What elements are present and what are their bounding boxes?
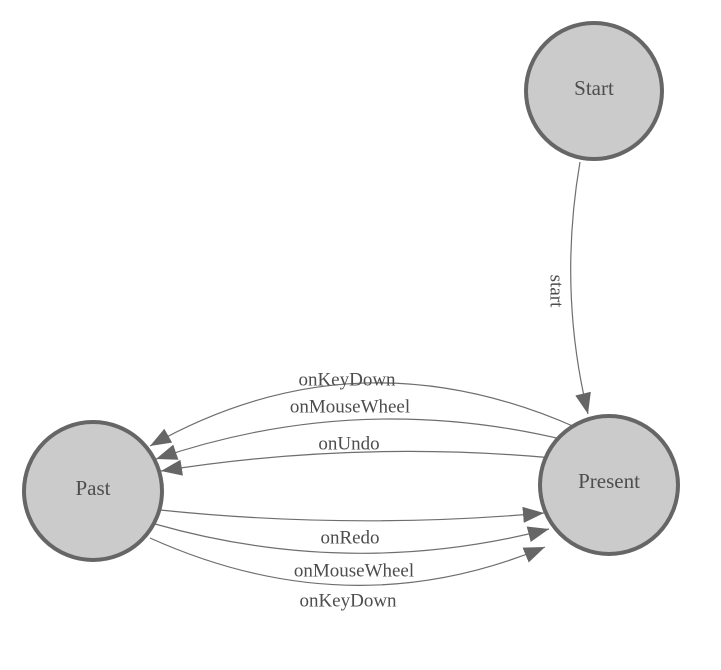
- edge-label-onmousewheel-top: onMouseWheel: [290, 397, 410, 418]
- edge-present-to-past-onundo: [160, 450, 554, 476]
- node-present[interactable]: Present: [538, 414, 680, 556]
- node-start-label: Start: [574, 76, 614, 100]
- edge-start-to-present: [570, 161, 591, 415]
- edge-label-onredo: onRedo: [320, 528, 379, 549]
- node-present-label: Present: [578, 469, 640, 493]
- node-present-circle[interactable]: [538, 414, 680, 556]
- edge-label-start: start: [546, 275, 567, 308]
- edge-past-to-present-onredo: [159, 506, 545, 523]
- node-start-circle[interactable]: [524, 21, 664, 161]
- edge-past-to-present-onkeydown: [149, 537, 546, 586]
- edge-label-onkeydown-bottom: onKeyDown: [299, 591, 397, 612]
- edge-label-onundo: onUndo: [318, 434, 379, 455]
- edge-label-onkeydown-top: onKeyDown: [298, 370, 396, 391]
- node-start[interactable]: Start: [524, 21, 664, 161]
- edge-label-onmousewheel-bottom: onMouseWheel: [294, 561, 414, 582]
- nodes-layer: Start Past Present: [22, 21, 680, 562]
- node-past-label: Past: [75, 476, 110, 500]
- edges-layer: [149, 161, 591, 586]
- edge-past-to-present-onmousewheel: [154, 523, 550, 554]
- edge-present-to-past-onkeydown: [149, 382, 576, 447]
- node-past[interactable]: Past: [22, 420, 164, 562]
- node-past-circle[interactable]: [22, 420, 164, 562]
- edge-labels-layer: start onKeyDown onMouseWheel onUndo onRe…: [290, 275, 567, 612]
- edge-present-to-past-onmousewheel: [155, 418, 566, 460]
